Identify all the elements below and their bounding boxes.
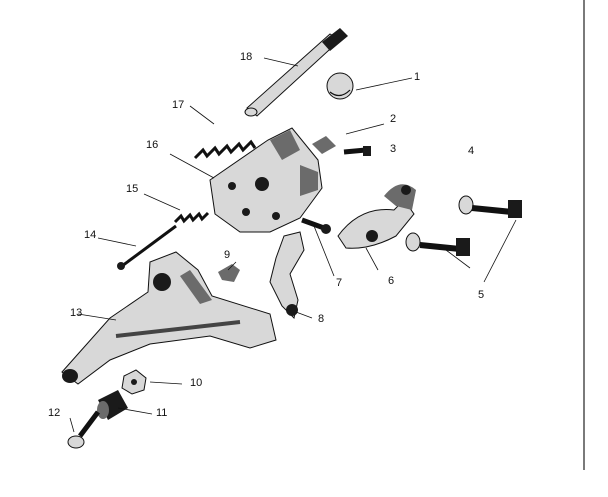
part-spring <box>193 139 257 160</box>
label-2: 2 <box>390 113 396 125</box>
callout-labels: 18 1 17 2 16 3 4 15 14 9 7 6 5 13 8 10 1… <box>48 51 484 419</box>
label-4: 4 <box>468 145 474 157</box>
part-presser-arm <box>61 251 277 385</box>
leader-lines <box>69 57 517 433</box>
label-10: 10 <box>190 377 202 389</box>
label-8: 8 <box>318 313 324 325</box>
label-3: 3 <box>390 143 396 155</box>
part-small-spring <box>173 211 210 224</box>
label-14: 14 <box>84 229 96 241</box>
part-screw-small <box>343 146 371 156</box>
label-17: 17 <box>172 99 184 111</box>
label-5: 5 <box>478 289 484 301</box>
part-arm-bracket <box>384 184 416 210</box>
label-15: 15 <box>126 183 138 195</box>
label-1: 1 <box>414 71 420 83</box>
part-pin <box>301 217 331 234</box>
label-13: 13 <box>70 307 82 319</box>
part-ball <box>326 72 354 100</box>
label-16: 16 <box>146 139 158 151</box>
part-button <box>218 264 240 282</box>
label-6: 6 <box>388 275 394 287</box>
label-11: 11 <box>156 407 167 419</box>
label-7: 7 <box>336 277 342 289</box>
part-screw <box>67 410 100 449</box>
part-nut <box>121 369 147 395</box>
part-block <box>312 136 336 154</box>
part-rod <box>244 28 348 117</box>
part-long-pin <box>117 224 177 270</box>
part-knurled-bushing <box>97 390 128 420</box>
part-bolts <box>405 195 522 256</box>
label-18: 18 <box>240 51 252 63</box>
label-9: 9 <box>224 249 230 261</box>
part-lever <box>269 231 305 319</box>
label-12: 12 <box>48 407 60 419</box>
part-housing <box>209 127 323 233</box>
